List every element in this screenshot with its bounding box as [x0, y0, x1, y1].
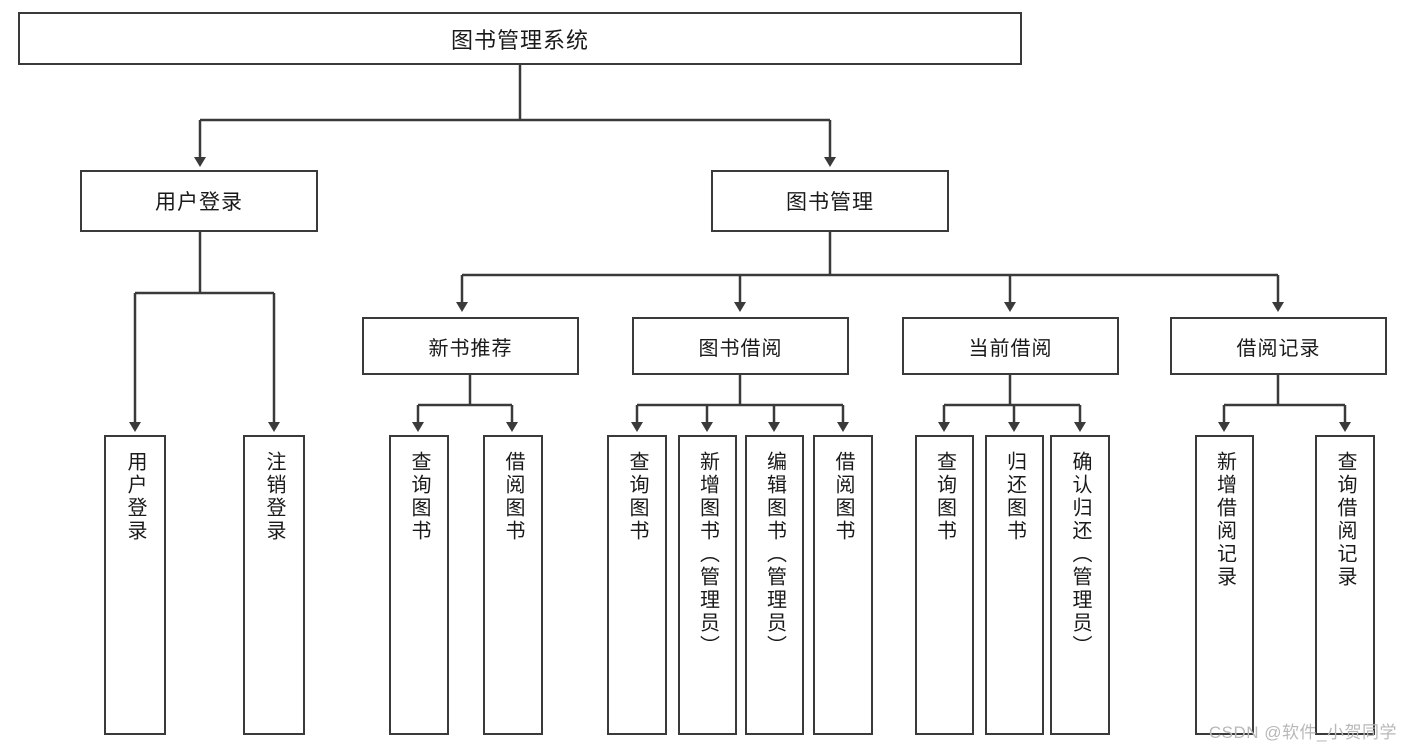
leaf-edit-book[interactable]: 编辑图书（管理员）	[745, 435, 804, 735]
leaf-add-record-label: 新增借阅记录	[1213, 451, 1236, 589]
leaf-add-book-label: 新增图书（管理员）	[696, 451, 719, 658]
leaf-query-book-3[interactable]: 查询图书	[915, 435, 974, 735]
leaf-return-book-label: 归还图书	[1003, 451, 1026, 543]
node-root[interactable]: 图书管理系统	[18, 12, 1022, 65]
node-user-login[interactable]: 用户登录	[80, 170, 318, 232]
node-borrow-record[interactable]: 借阅记录	[1170, 317, 1387, 375]
leaf-borrow-book-1[interactable]: 借阅图书	[483, 435, 543, 735]
node-borrow-record-label: 借阅记录	[1236, 337, 1321, 360]
node-root-label: 图书管理系统	[450, 27, 589, 53]
leaf-user-login-label: 用户登录	[124, 451, 146, 543]
leaf-logout-login-label: 注销登录	[263, 451, 285, 543]
leaf-logout-login[interactable]: 注销登录	[243, 435, 305, 735]
leaf-query-book-1[interactable]: 查询图书	[389, 435, 449, 735]
leaf-return-book[interactable]: 归还图书	[985, 435, 1044, 735]
leaf-add-record[interactable]: 新增借阅记录	[1195, 435, 1254, 735]
node-book-manage-label: 图书管理	[786, 191, 874, 214]
csdn-watermark: CSDN @软件_小贺同学	[1208, 723, 1397, 742]
leaf-query-book-3-label: 查询图书	[933, 451, 956, 543]
node-book-borrow-label: 图书借阅	[698, 337, 783, 360]
leaf-add-book[interactable]: 新增图书（管理员）	[678, 435, 737, 735]
leaf-query-record[interactable]: 查询借阅记录	[1315, 435, 1375, 735]
node-new-book-recommend-label: 新书推荐	[428, 337, 513, 360]
leaf-confirm-return-label: 确认归还（管理员）	[1069, 451, 1091, 658]
leaf-edit-book-label: 编辑图书（管理员）	[763, 451, 786, 658]
leaf-borrow-book-2[interactable]: 借阅图书	[813, 435, 873, 735]
leaf-borrow-book-1-label: 借阅图书	[502, 451, 524, 543]
leaf-query-book-2[interactable]: 查询图书	[607, 435, 667, 735]
node-user-login-label: 用户登录	[155, 191, 243, 214]
leaf-confirm-return[interactable]: 确认归还（管理员）	[1050, 435, 1110, 735]
leaf-query-book-1-label: 查询图书	[408, 451, 430, 543]
node-new-book-recommend[interactable]: 新书推荐	[362, 317, 579, 375]
leaf-query-record-label: 查询借阅记录	[1334, 451, 1356, 589]
leaf-borrow-book-2-label: 借阅图书	[832, 451, 854, 543]
node-current-borrow-label: 当前借阅	[968, 337, 1053, 360]
node-current-borrow[interactable]: 当前借阅	[902, 317, 1119, 375]
leaf-user-login[interactable]: 用户登录	[104, 435, 166, 735]
node-book-manage[interactable]: 图书管理	[711, 170, 949, 232]
leaf-query-book-2-label: 查询图书	[626, 451, 648, 543]
node-book-borrow[interactable]: 图书借阅	[632, 317, 849, 375]
